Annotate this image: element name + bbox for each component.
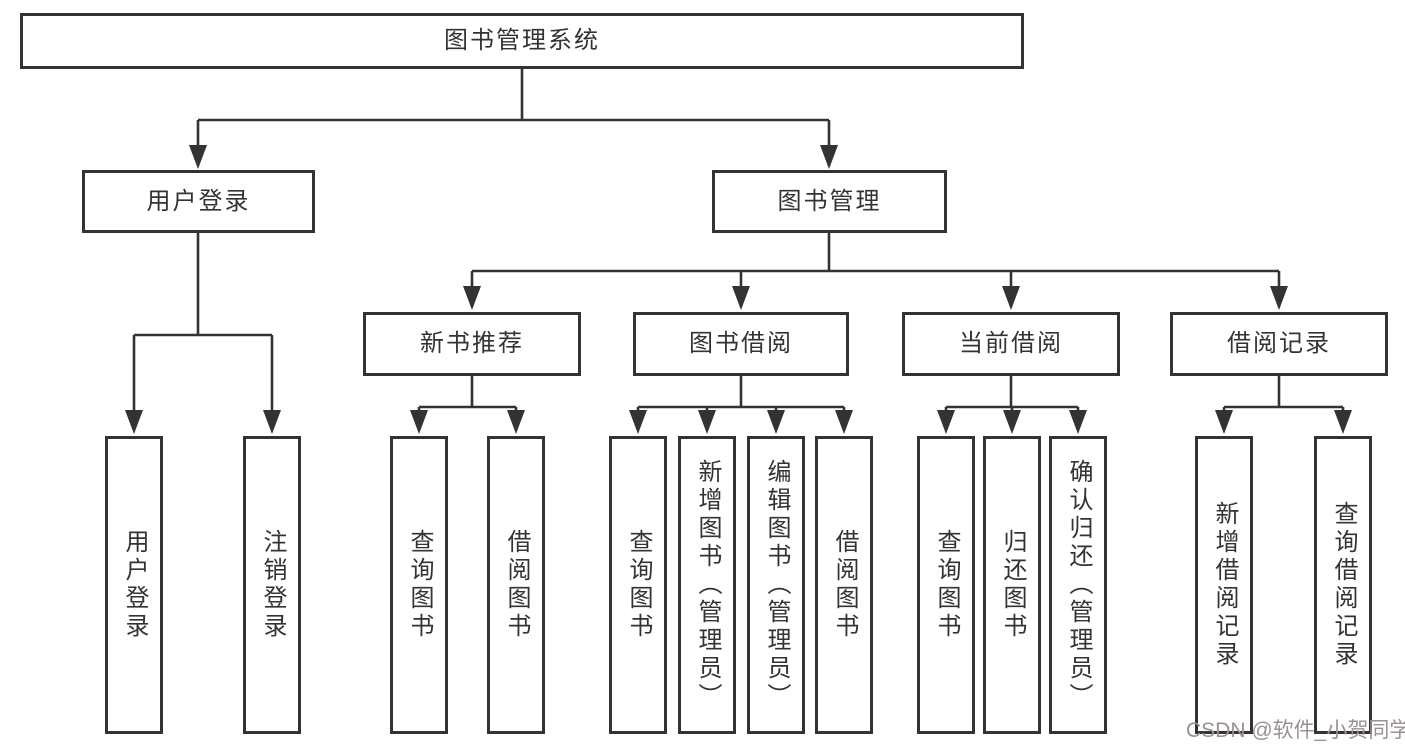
node-label: 用户登录 (146, 187, 251, 215)
node-label: 图书借阅 (689, 330, 793, 357)
leaf-return-books: 归还图书 (983, 436, 1041, 734)
leaf-label: 新增借阅记录 (1211, 501, 1238, 669)
leaf-logout: 注销登录 (243, 436, 301, 734)
node-label: 新书推荐 (420, 330, 524, 357)
leaf-label: 注销登录 (259, 529, 286, 641)
csdn-watermark: CSDN @软件_小贺同学 (1186, 719, 1405, 742)
leaf-query-books-borrowing: 查询图书 (609, 436, 667, 734)
leaf-query-books-current: 查询图书 (917, 436, 975, 734)
node-current-borrowing: 当前借阅 (902, 312, 1120, 376)
leaf-label: 新增图书（管理员） (694, 459, 721, 711)
leaf-label: 确认归还（管理员） (1065, 459, 1092, 711)
node-user-login: 用户登录 (82, 170, 315, 233)
connector-book-mgmt-to-level3 (463, 233, 1288, 310)
leaf-label: 借阅图书 (831, 529, 858, 641)
leaf-add-books-admin: 新增图书（管理员） (678, 436, 736, 734)
node-new-book-recommendation: 新书推荐 (363, 312, 581, 376)
leaf-add-borrow-record: 新增借阅记录 (1195, 436, 1253, 734)
node-borrowing-records: 借阅记录 (1170, 312, 1388, 376)
leaf-label: 归还图书 (999, 529, 1026, 641)
node-label: 图书管理系统 (444, 27, 600, 54)
node-label: 图书管理 (777, 187, 882, 215)
leaf-label: 查询图书 (933, 529, 960, 641)
leaf-label: 查询图书 (625, 529, 652, 641)
node-library-management-system: 图书管理系统 (20, 13, 1024, 69)
leaf-label: 用户登录 (121, 529, 148, 641)
connector-root-to-level2 (189, 69, 838, 169)
node-label: 当前借阅 (959, 330, 1063, 357)
node-label: 借阅记录 (1227, 330, 1331, 357)
leaf-borrow-books-borrowing: 借阅图书 (815, 436, 873, 734)
leaf-borrow-books-recommend: 借阅图书 (487, 436, 545, 734)
leaf-user-login: 用户登录 (105, 436, 163, 734)
leaf-label: 编辑图书（管理员） (763, 459, 790, 711)
leaf-label: 借阅图书 (503, 529, 530, 641)
connector-current-to-leaves (937, 376, 1087, 434)
leaf-query-borrow-record: 查询借阅记录 (1314, 436, 1372, 734)
leaf-edit-books-admin: 编辑图书（管理员） (747, 436, 805, 734)
connector-records-to-leaves (1215, 376, 1352, 434)
leaf-query-books-recommend: 查询图书 (390, 436, 448, 734)
leaf-label: 查询图书 (406, 529, 433, 641)
connector-user-login-to-leaves (125, 233, 281, 434)
leaf-confirm-return-admin: 确认归还（管理员） (1049, 436, 1107, 734)
node-book-management: 图书管理 (712, 170, 947, 233)
connector-borrowing-to-leaves (629, 376, 853, 434)
leaf-label: 查询借阅记录 (1330, 501, 1357, 669)
node-book-borrowing: 图书借阅 (633, 312, 849, 376)
connector-recommend-to-leaves (410, 376, 525, 434)
